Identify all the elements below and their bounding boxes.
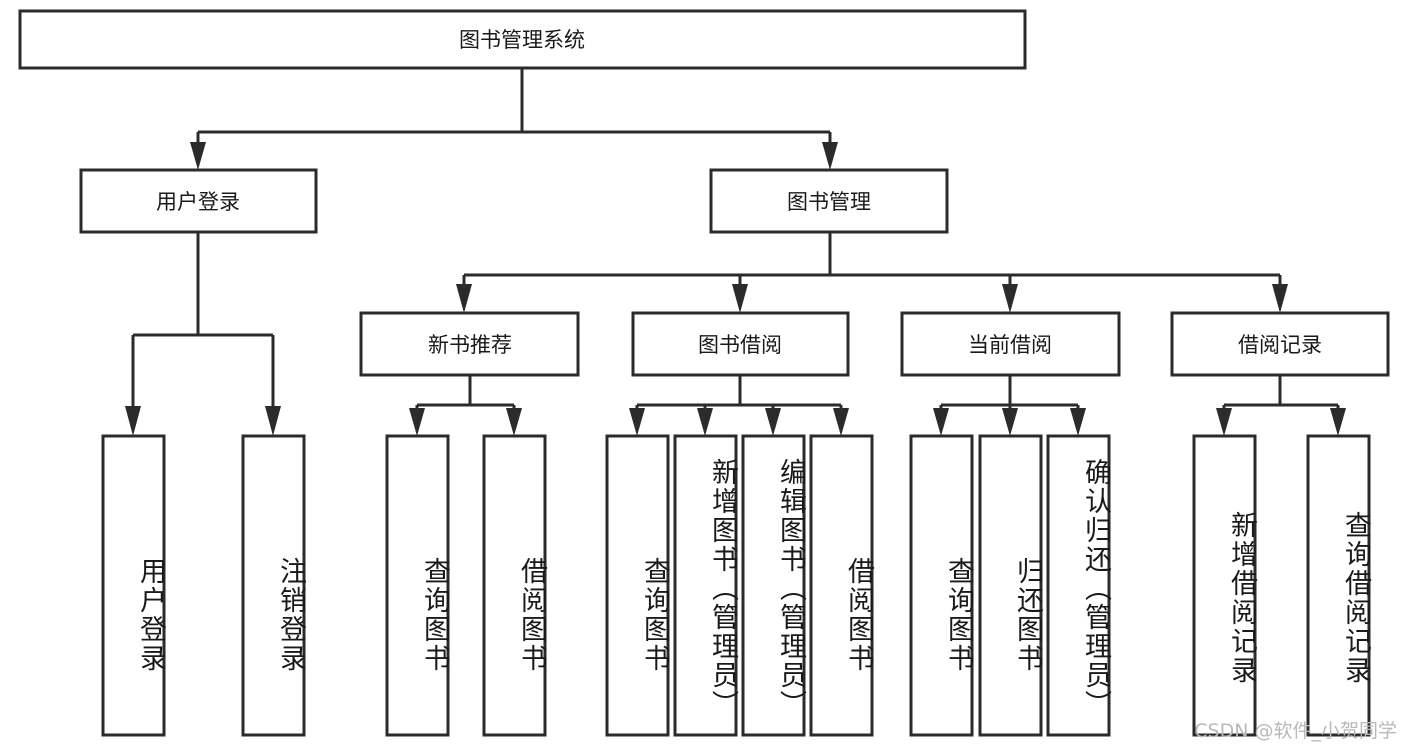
leaf-box-query-book-3[interactable] — [909, 434, 974, 737]
arrow-to-leaf-query-book-1 — [409, 408, 425, 436]
arrow-to-leaf-user-login — [125, 406, 141, 436]
edge-group-book-manage — [456, 232, 1288, 313]
leaf-box-edit-book-admin[interactable] — [741, 434, 806, 737]
arrow-to-book-borrow — [732, 284, 748, 313]
node-book-borrow-box[interactable] — [631, 311, 850, 377]
node-book-manage[interactable]: 图书管理 — [709, 168, 949, 234]
arrow-to-leaf-confirm-return-admin — [1070, 408, 1086, 436]
arrow-to-leaf-borrow-book-2 — [833, 408, 849, 436]
leaf-box-borrow-book-2[interactable] — [809, 434, 874, 737]
leaf-label-edit-book-admin: 编辑图书（管理员） — [775, 458, 806, 719]
leaf-label-borrow-book-2: 借阅图书 — [843, 556, 874, 673]
node-user-login[interactable]: 用户登录 — [79, 168, 318, 234]
node-borrow-record[interactable]: 借阅记录 — [1170, 311, 1390, 377]
edge-group-borrow-record — [1216, 375, 1346, 436]
leaf-box-borrow-book-1[interactable] — [482, 434, 547, 737]
node-new-book-recommend-box[interactable] — [359, 311, 580, 377]
node-book-borrow-label: 图书借阅 — [698, 333, 782, 357]
arrow-to-leaf-query-book-3 — [933, 408, 949, 436]
leaf-label-borrow-book-1: 借阅图书 — [516, 556, 547, 673]
node-current-borrow-label: 当前借阅 — [968, 333, 1052, 357]
arrow-to-book-manage — [822, 142, 838, 170]
edge-group-new-book-recommend — [409, 375, 522, 436]
node-user-login-box[interactable] — [79, 168, 318, 234]
leaf-label-return-book: 归还图书 — [1012, 556, 1043, 673]
leaf-box-confirm-return-admin[interactable] — [1046, 434, 1111, 737]
leaf-box-user-login[interactable] — [101, 434, 166, 737]
node-borrow-record-label: 借阅记录 — [1238, 333, 1322, 357]
arrow-to-leaf-borrow-book-1 — [506, 408, 522, 436]
node-borrow-record-box[interactable] — [1170, 311, 1390, 377]
node-new-book-recommend-label: 新书推荐 — [428, 333, 512, 357]
leaf-label-query-book-1: 查询图书 — [419, 556, 450, 673]
node-book-borrow[interactable]: 图书借阅 — [631, 311, 850, 377]
leaf-box-add-borrow-record[interactable] — [1192, 434, 1257, 737]
arrow-to-borrow-record — [1272, 284, 1288, 313]
leaf-label-user-login: 用户登录 — [135, 556, 166, 673]
arrow-to-leaf-query-borrow-record — [1330, 408, 1346, 436]
leaf-box-query-borrow-record[interactable] — [1306, 434, 1371, 737]
leaf-label-logout-login: 注销登录 — [275, 556, 306, 673]
leaf-box-return-book[interactable] — [978, 434, 1043, 737]
node-root-label: 图书管理系统 — [459, 28, 585, 52]
leaf-box-add-book-admin[interactable] — [673, 434, 738, 737]
leaf-box-query-book-2[interactable] — [605, 434, 670, 737]
csdn-watermark: CSDN @软件_小贺同学 — [1194, 720, 1397, 742]
node-root[interactable]: 图书管理系统 — [18, 9, 1027, 70]
node-root-box[interactable] — [18, 9, 1027, 70]
node-book-manage-box[interactable] — [709, 168, 949, 234]
edge-group-book-borrow — [629, 375, 849, 436]
leaf-label-query-book-3: 查询图书 — [943, 556, 974, 673]
leaf-box-group — [101, 434, 1371, 737]
node-book-manage-label: 图书管理 — [787, 190, 871, 214]
node-current-borrow[interactable]: 当前借阅 — [900, 311, 1121, 377]
leaf-label-add-borrow-record: 新增借阅记录 — [1226, 510, 1257, 685]
arrow-to-current-borrow — [1002, 284, 1018, 313]
arrow-to-new-book-recommend — [456, 284, 472, 313]
arrow-to-user-login — [190, 142, 206, 170]
node-new-book-recommend[interactable]: 新书推荐 — [359, 311, 580, 377]
arrow-to-leaf-logout-login — [265, 406, 281, 436]
edge-group-root — [190, 68, 838, 170]
node-user-login-label: 用户登录 — [156, 190, 240, 214]
leaf-label-query-book-2: 查询图书 — [639, 556, 670, 673]
arrow-to-leaf-add-borrow-record — [1216, 408, 1232, 436]
arrow-to-leaf-query-book-2 — [629, 408, 645, 436]
node-current-borrow-box[interactable] — [900, 311, 1121, 377]
edge-group-current-borrow — [933, 375, 1086, 436]
edge-group-user-login — [125, 232, 281, 436]
arrow-to-leaf-return-book — [1002, 408, 1018, 436]
arrow-to-leaf-add-book-admin — [697, 408, 713, 436]
leaf-box-logout-login[interactable] — [241, 434, 306, 737]
leaf-label-add-book-admin: 新增图书（管理员） — [707, 458, 738, 719]
leaf-box-query-book-1[interactable] — [385, 434, 450, 737]
leaf-label-confirm-return-admin: 确认归还（管理员） — [1080, 458, 1111, 719]
arrow-to-leaf-edit-book-admin — [765, 408, 781, 436]
leaf-label-query-borrow-record: 查询借阅记录 — [1340, 510, 1371, 685]
